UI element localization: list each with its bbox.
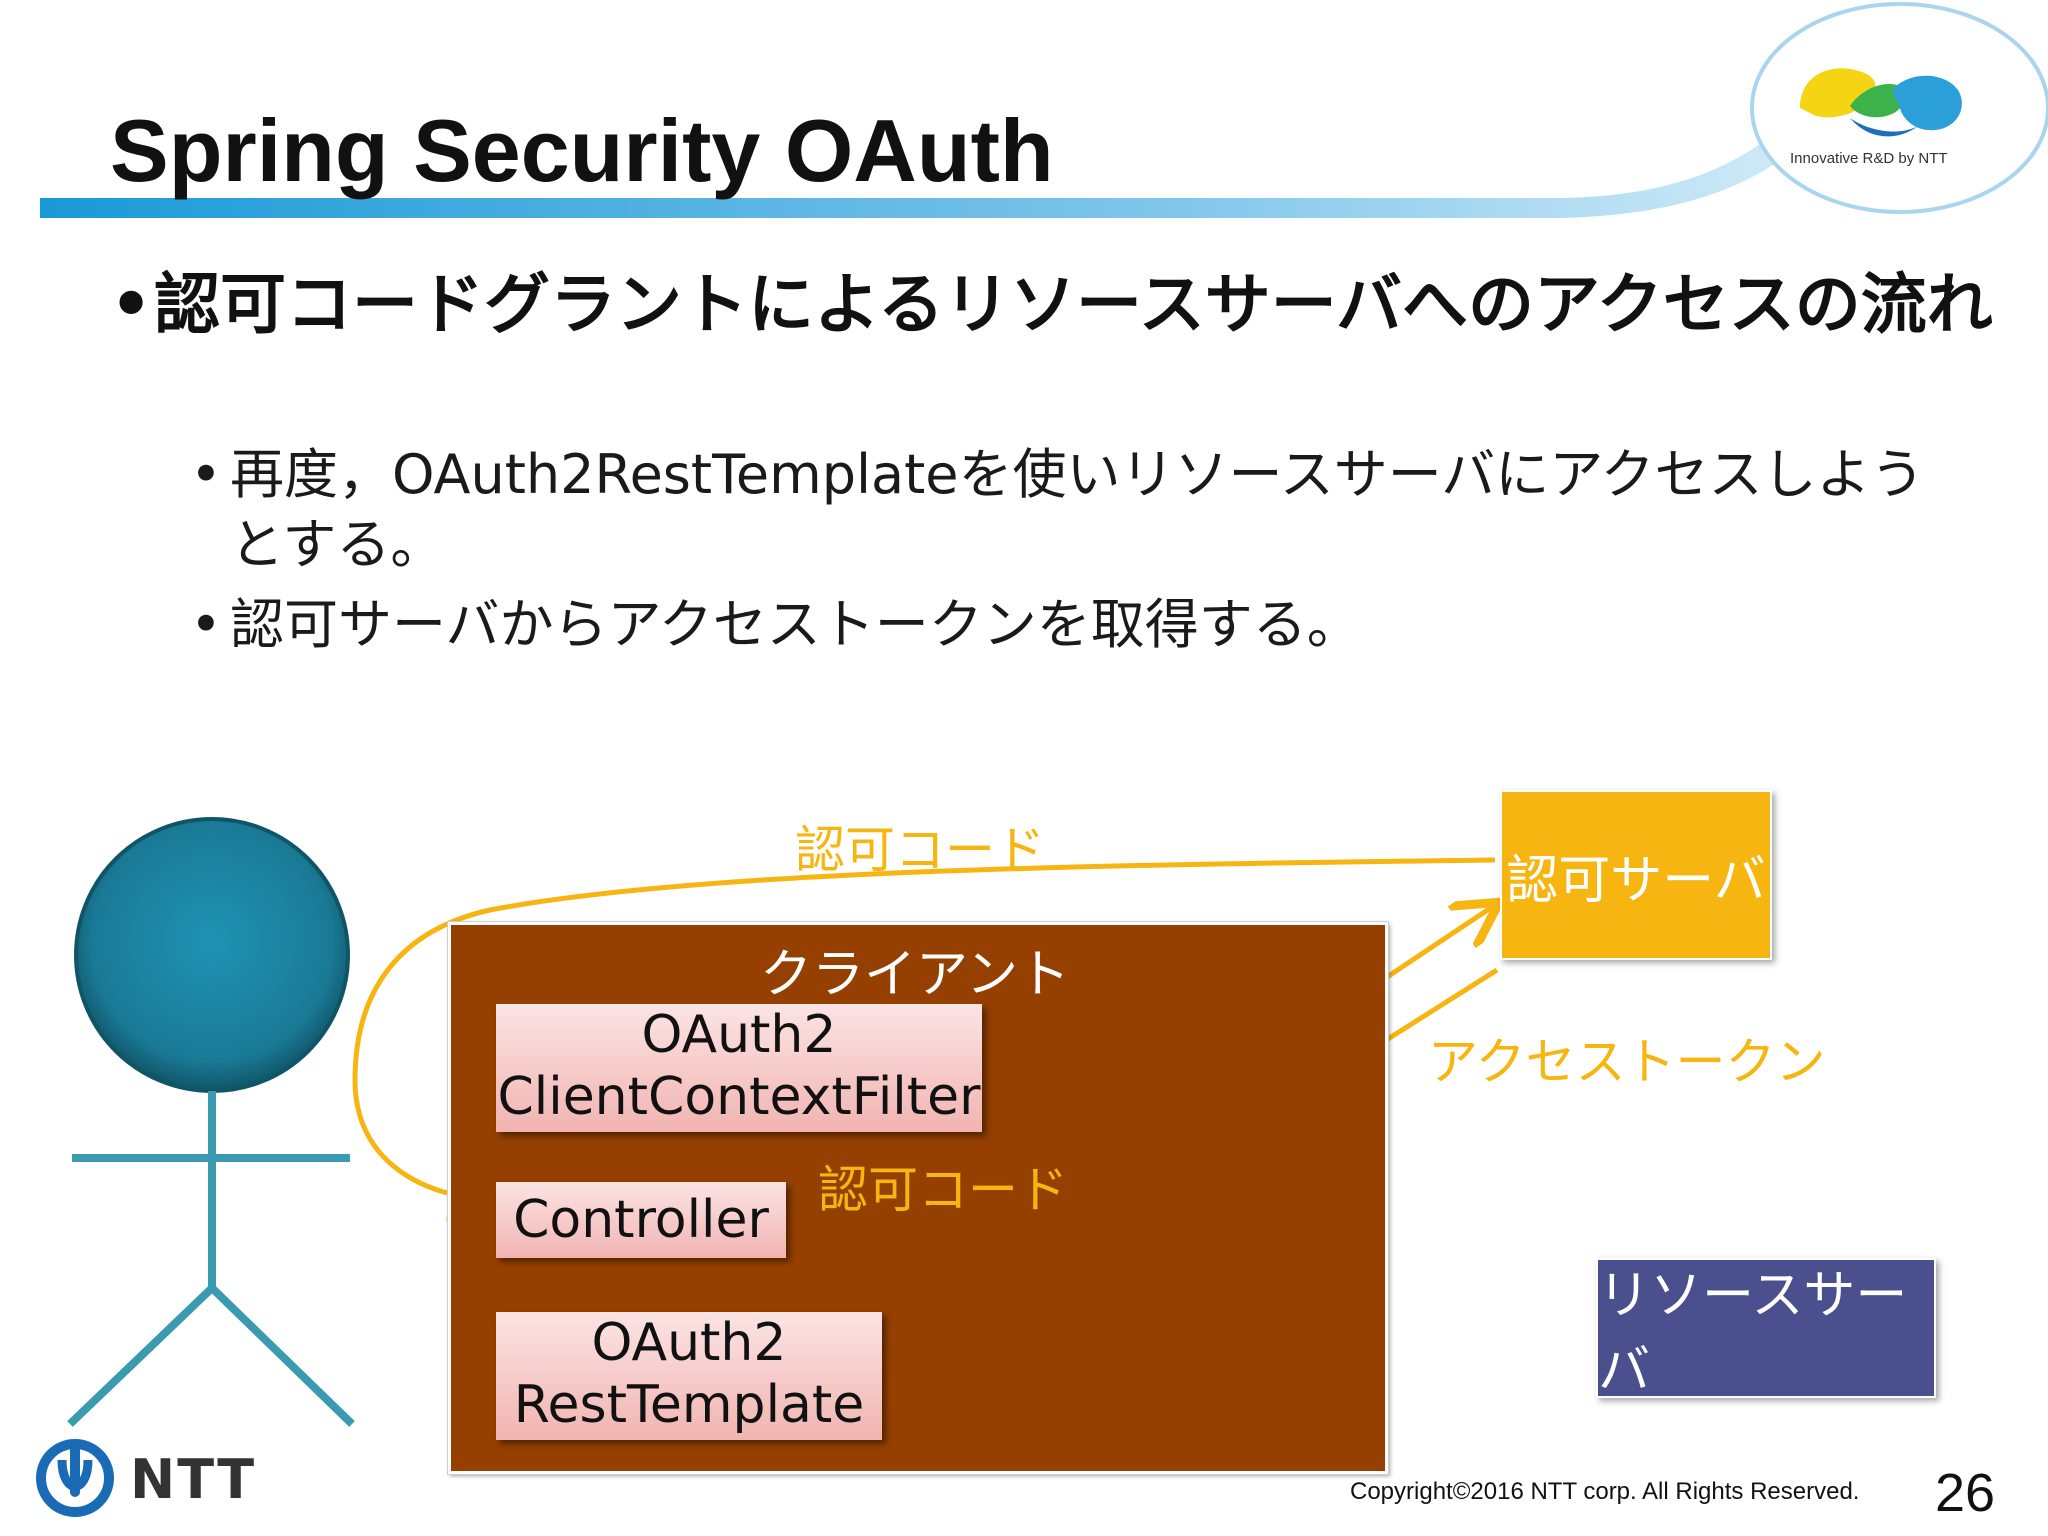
filter-box-line1: OAuth2 xyxy=(641,1005,837,1065)
oauth2-clientcontextfilter-box: OAuth2 ClientContextFilter xyxy=(496,1004,982,1132)
sub-bullet-1-text: 再度，OAuth2RestTemplateを使いリソースサーバにアクセスしようと… xyxy=(230,443,1925,576)
title-swoosh xyxy=(40,60,1860,218)
slide-title: Spring Security OAuth xyxy=(110,101,1054,200)
oauth2-resttemplate-box: OAuth2 RestTemplate xyxy=(496,1312,882,1440)
access-token-label: アクセストークン xyxy=(1428,1033,1826,1091)
controller-box: Controller xyxy=(496,1182,786,1258)
page-number: 26 xyxy=(1935,1463,1996,1523)
authcode-label-top: 認可コード xyxy=(795,821,1045,879)
filter-box-line2: ClientContextFilter xyxy=(497,1067,981,1127)
logo-tagline: Innovative R&D by NTT xyxy=(1790,150,1948,167)
bullet-dot: • xyxy=(110,266,153,343)
resttemplate-box-line2: RestTemplate xyxy=(513,1375,865,1435)
copyright: Copyright©2016 NTT corp. All Rights Rese… xyxy=(1350,1478,1860,1505)
bullet-dot: • xyxy=(190,593,222,656)
client-label: クライアント xyxy=(760,945,1070,1005)
bullet-main-text: 認可コードグラントによるリソースサーバへのアクセスの流れ xyxy=(154,266,1993,343)
authcode-label-mid: 認可コード xyxy=(818,1161,1068,1219)
sub-bullet-2-text: 認可サーバからアクセストークンを取得する。 xyxy=(230,593,1361,656)
bullet-dot: • xyxy=(190,443,222,506)
ntt-logo-mark xyxy=(36,1439,114,1517)
user-actor-figure xyxy=(67,817,355,1427)
ntt-brand-text: NTT xyxy=(130,1448,257,1511)
auth-server-box: 認可サーバ xyxy=(1500,790,1772,960)
rd-logo-mark xyxy=(1800,68,1962,137)
resource-server-box: リソースサーバ xyxy=(1596,1258,1936,1401)
arrow-authcode-redirect xyxy=(352,857,1496,1200)
resttemplate-box-line1: OAuth2 xyxy=(591,1313,787,1373)
